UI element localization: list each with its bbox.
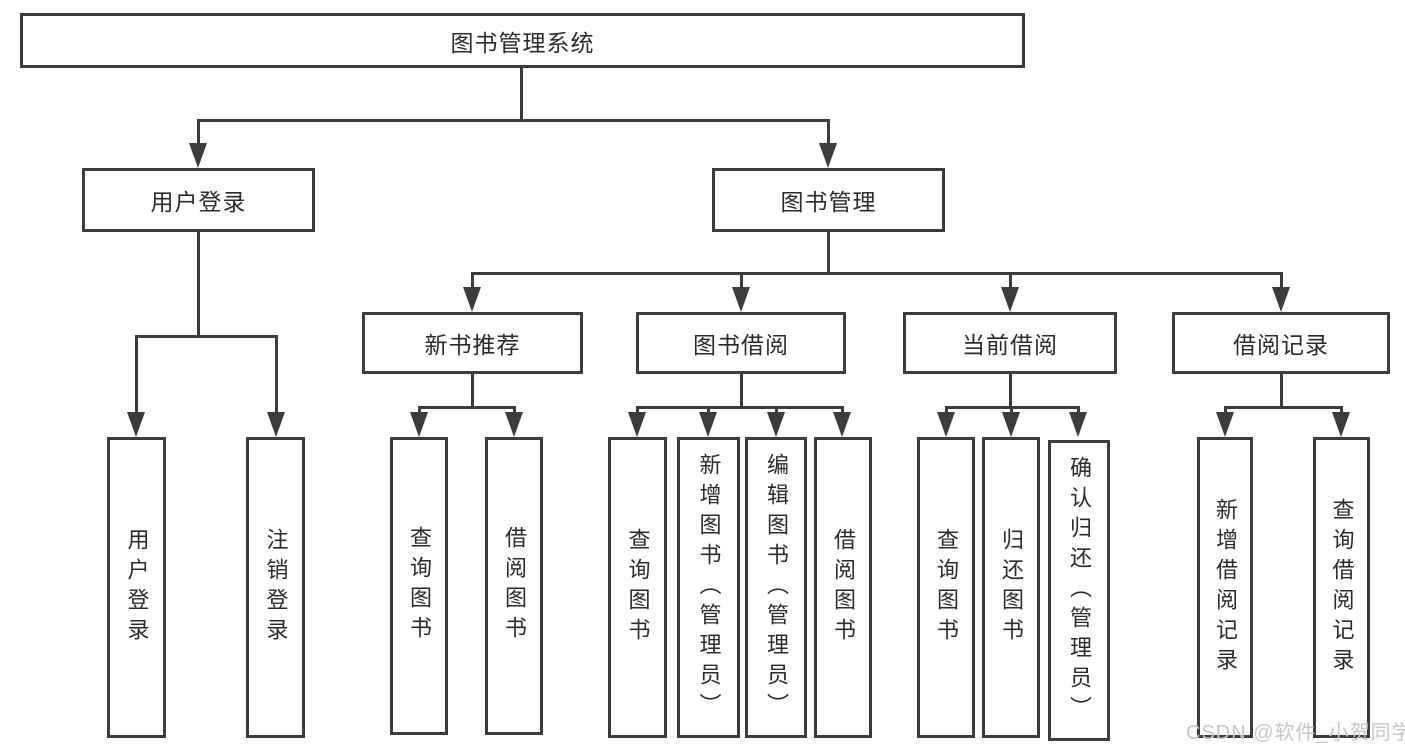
connector-line bbox=[827, 119, 830, 145]
leaf-label: 编辑图书（管理员） bbox=[764, 452, 789, 723]
connector-line bbox=[513, 406, 516, 415]
leaf-label: 注销登录 bbox=[263, 527, 289, 648]
leaf-borrow-books-2: 借阅图书 bbox=[814, 437, 872, 738]
connector-line bbox=[1009, 272, 1012, 289]
leaf-label: 查询图书 bbox=[934, 527, 959, 648]
arrowhead-icon bbox=[1001, 287, 1019, 312]
node-book-management: 图书管理 bbox=[712, 168, 945, 232]
connector-line bbox=[740, 272, 743, 289]
leaf-label: 用户登录 bbox=[124, 527, 150, 648]
leaf-query-books-3: 查询图书 bbox=[917, 437, 975, 738]
connector-line bbox=[197, 232, 200, 336]
connector-line bbox=[841, 406, 844, 415]
connector-line bbox=[1340, 406, 1343, 415]
leaf-user-login: 用户登录 bbox=[107, 437, 166, 738]
node-new-book-recommend: 新书推荐 bbox=[362, 312, 583, 374]
connector-line bbox=[1224, 406, 1227, 415]
connector-line bbox=[135, 335, 138, 414]
arrowhead-icon bbox=[732, 287, 750, 312]
arrowhead-icon bbox=[1216, 412, 1234, 437]
connector-line bbox=[275, 335, 278, 414]
leaf-label: 归还图书 bbox=[999, 527, 1024, 648]
arrowhead-icon bbox=[410, 412, 428, 437]
connector-line bbox=[775, 406, 778, 415]
arrowhead-icon bbox=[463, 287, 481, 312]
arrowhead-icon bbox=[1069, 412, 1087, 437]
connector-line bbox=[1280, 374, 1283, 407]
connector-line bbox=[471, 272, 1281, 275]
arrowhead-icon bbox=[1332, 412, 1350, 437]
connector-line bbox=[1224, 406, 1343, 409]
leaf-add-borrow-record: 新增借阅记录 bbox=[1197, 437, 1253, 738]
arrowhead-icon bbox=[267, 412, 285, 437]
connector-line bbox=[740, 374, 743, 407]
leaf-label: 查询借阅记录 bbox=[1329, 497, 1355, 678]
leaf-label: 新增图书（管理员） bbox=[696, 452, 722, 723]
leaf-label: 查询图书 bbox=[625, 527, 651, 648]
connector-line bbox=[197, 119, 829, 122]
connector-line bbox=[471, 272, 474, 289]
leaf-label: 查询图书 bbox=[407, 526, 432, 646]
arrowhead-icon bbox=[767, 412, 785, 437]
arrowhead-icon bbox=[937, 412, 955, 437]
connector-line bbox=[418, 406, 421, 415]
leaf-label: 借阅图书 bbox=[502, 526, 527, 646]
connector-line bbox=[1010, 406, 1013, 415]
connector-line bbox=[1009, 374, 1012, 407]
node-user-login: 用户登录 bbox=[82, 168, 315, 232]
leaf-query-borrow-record: 查询借阅记录 bbox=[1313, 437, 1370, 738]
connector-line bbox=[197, 119, 200, 145]
connector-line bbox=[827, 232, 830, 272]
arrowhead-icon bbox=[833, 412, 851, 437]
node-book-borrow: 图书借阅 bbox=[636, 312, 846, 374]
arrowhead-icon bbox=[1272, 287, 1290, 312]
connector-line bbox=[1077, 406, 1080, 415]
leaf-label: 借阅图书 bbox=[831, 527, 856, 648]
connector-line bbox=[418, 406, 515, 409]
arrowhead-icon bbox=[189, 143, 207, 168]
csdn-watermark: CSDN @软件_小贺同学 bbox=[1186, 722, 1405, 744]
leaf-query-books-2: 查询图书 bbox=[608, 437, 667, 738]
node-current-borrow: 当前借阅 bbox=[903, 312, 1117, 374]
connector-line bbox=[520, 68, 523, 120]
connector-line bbox=[636, 406, 844, 409]
connector-line bbox=[1280, 272, 1283, 289]
leaf-return-books: 归还图书 bbox=[982, 437, 1040, 738]
connector-line bbox=[135, 335, 277, 338]
arrowhead-icon bbox=[628, 412, 646, 437]
leaf-label: 确认归还（管理员） bbox=[1067, 455, 1092, 726]
leaf-add-books-admin: 新增图书（管理员） bbox=[677, 437, 740, 738]
arrowhead-icon bbox=[127, 412, 145, 437]
leaf-confirm-return-admin: 确认归还（管理员） bbox=[1048, 440, 1110, 741]
leaf-query-books-1: 查询图书 bbox=[390, 437, 448, 735]
leaf-logout: 注销登录 bbox=[246, 437, 305, 738]
arrowhead-icon bbox=[505, 412, 523, 437]
arrowhead-icon bbox=[819, 143, 837, 168]
node-borrow-records: 借阅记录 bbox=[1172, 312, 1390, 374]
leaf-label: 新增借阅记录 bbox=[1213, 497, 1238, 678]
leaf-borrow-books-1: 借阅图书 bbox=[485, 437, 543, 735]
node-root: 图书管理系统 bbox=[20, 13, 1025, 68]
arrowhead-icon bbox=[1002, 412, 1020, 437]
connector-line bbox=[945, 406, 948, 415]
connector-line bbox=[636, 406, 639, 415]
leaf-edit-books-admin: 编辑图书（管理员） bbox=[745, 437, 807, 738]
connector-line bbox=[471, 374, 474, 407]
connector-line bbox=[707, 406, 710, 415]
arrowhead-icon bbox=[699, 412, 717, 437]
